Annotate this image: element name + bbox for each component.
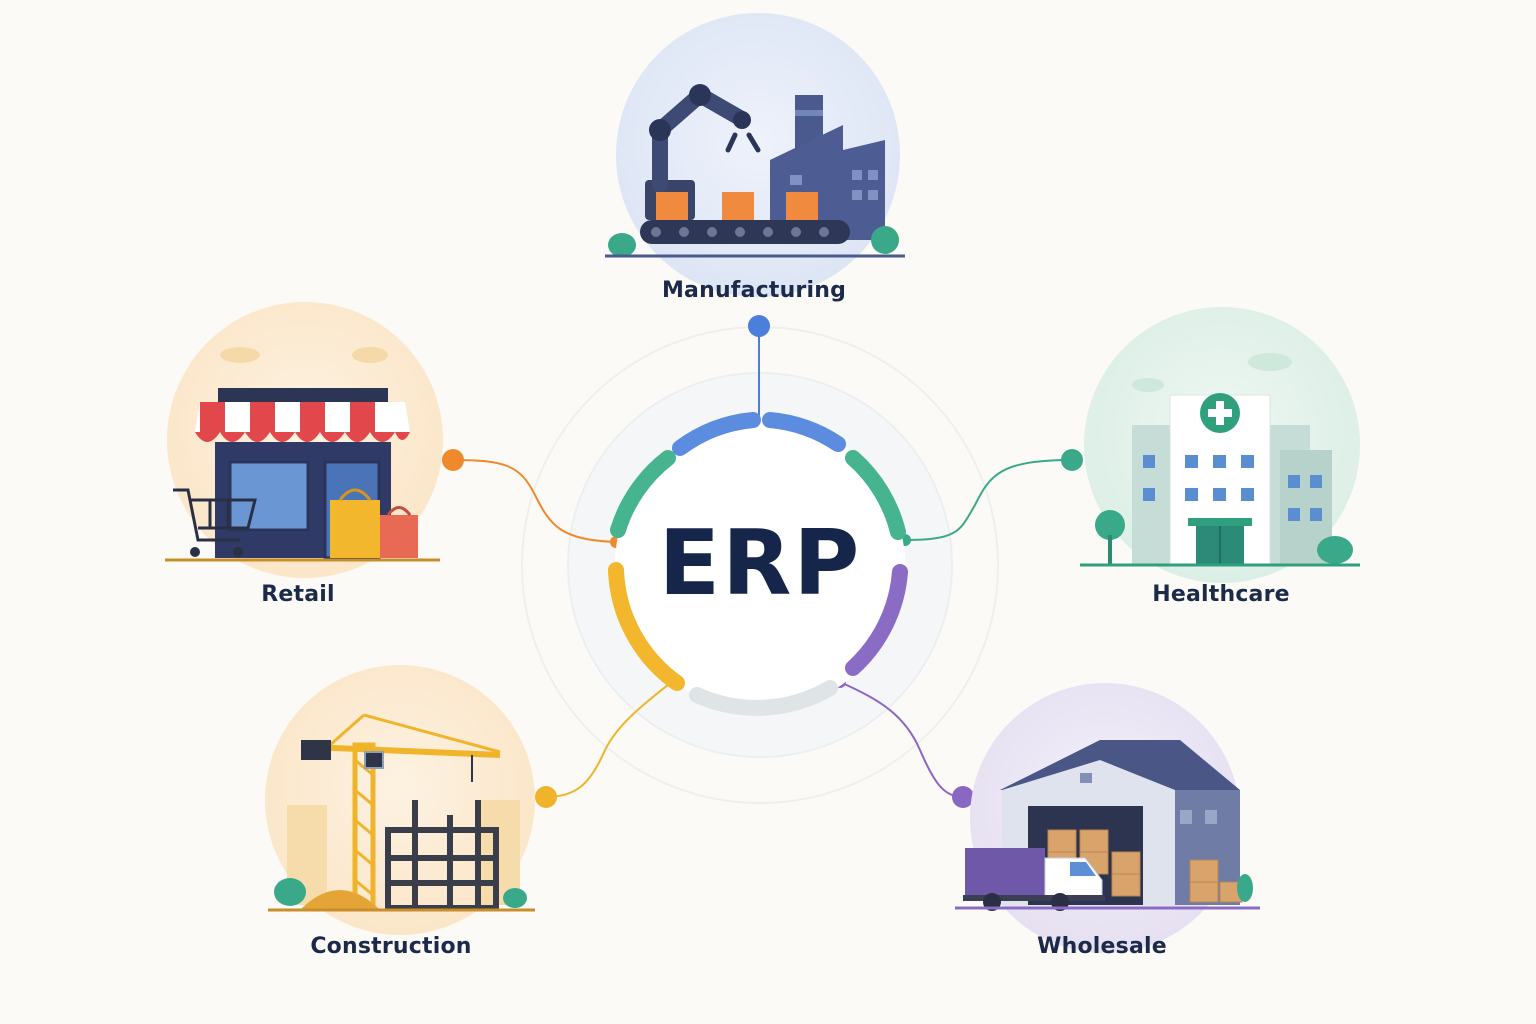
label-manufacturing: Manufacturing <box>661 278 847 303</box>
ring-segment-purple <box>845 564 908 676</box>
label-retail: Retail <box>261 582 335 607</box>
erp-title: ERP <box>658 510 862 616</box>
ring-segment-gray <box>689 680 838 716</box>
ring-segment-green <box>845 450 906 540</box>
connector-manufacturing <box>748 315 770 420</box>
factory-icon <box>605 13 905 297</box>
erp-ring <box>608 412 908 716</box>
label-healthcare: Healthcare <box>1152 582 1290 607</box>
ring-segment-yellow <box>608 562 685 691</box>
hospital-icon <box>1080 307 1360 583</box>
storefront-icon <box>165 302 443 578</box>
crane-icon <box>265 665 535 935</box>
label-construction: Construction <box>310 934 472 959</box>
ring-segment-teal <box>610 450 676 538</box>
ring-segment-blue-2 <box>762 412 846 452</box>
warehouse-icon <box>955 683 1260 953</box>
ring-segment-blue <box>672 412 761 456</box>
label-wholesale: Wholesale <box>1037 934 1167 959</box>
